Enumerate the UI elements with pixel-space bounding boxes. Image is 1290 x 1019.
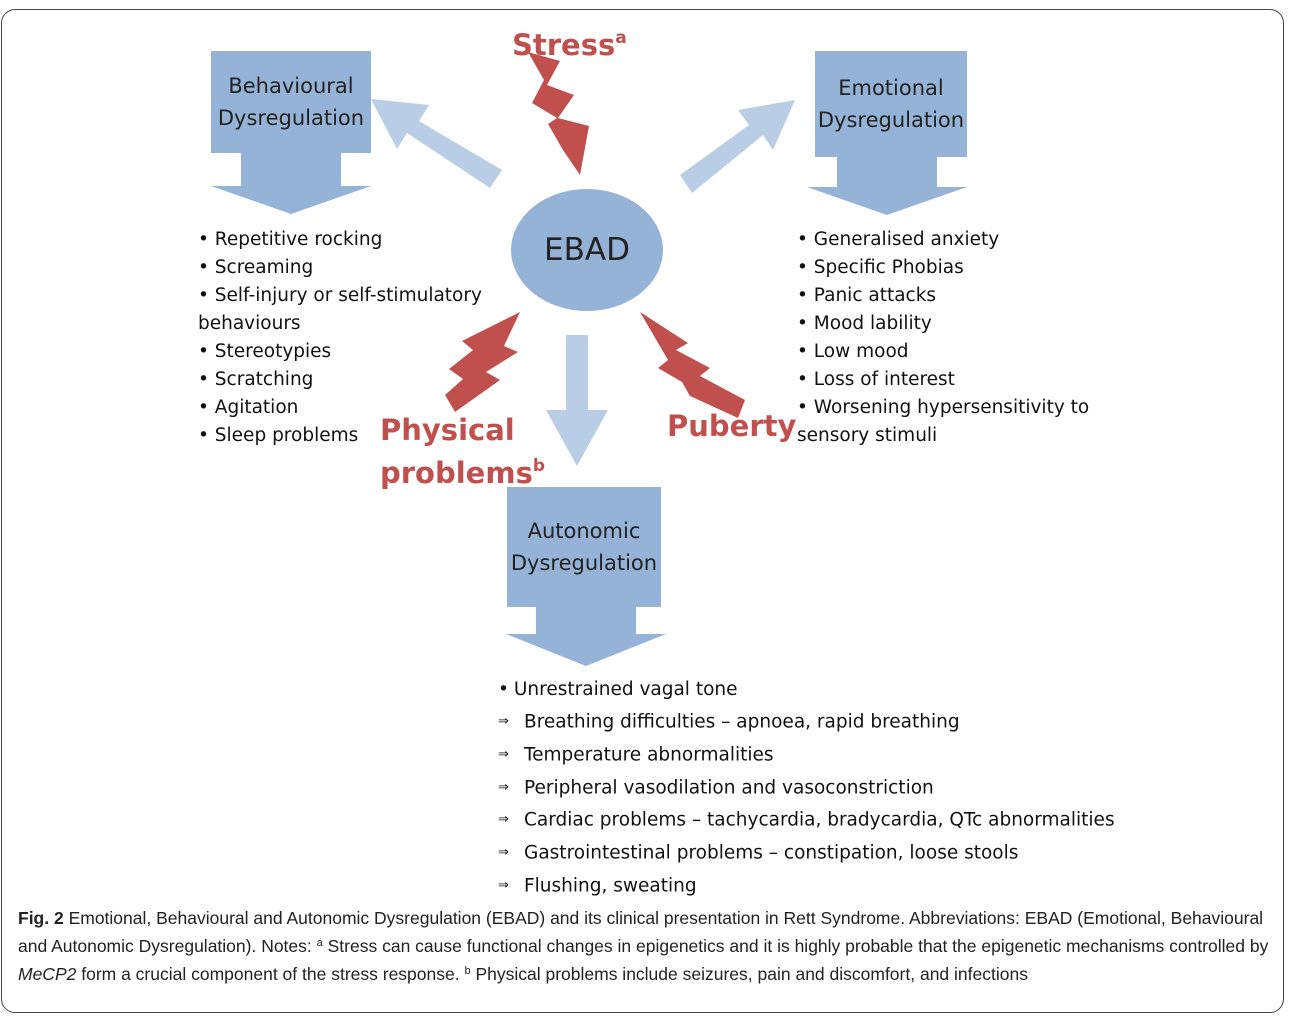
emotional-symptom: • Worsening hypersensitivity to [797,397,1090,418]
autonomic-item: ⇒Temperature abnormalities [498,744,774,765]
autonomic-box-line1: Autonomic [527,519,641,543]
puberty-label: Puberty [667,409,797,443]
arrow-to-autonomic [546,335,608,466]
behavioural-box-line1: Behavioural [228,74,354,98]
puberty-bolt [640,312,745,418]
arrow-to-behavioural [371,99,502,188]
autonomic-arrow-items: ⇒Breathing difficulties – apnoea, rapid … [498,706,1115,903]
autonomic-item: • Unrestrained vagal tone [498,679,738,700]
emotional-box-line1: Emotional [838,76,944,100]
autonomic-item: ⇒Breathing difficulties – apnoea, rapid … [498,711,960,733]
emotional-symptom: sensory stimuli [797,425,938,446]
caption-fig-label: Fig. 2 [18,908,64,928]
behavioural-symptoms-list: • Repetitive rocking • Screaming • Self-in… [198,226,482,450]
autonomic-box-line2: Dysregulation [510,551,658,575]
behavioural-symptom: • Screaming [198,257,314,278]
emotional-symptoms-list: • Generalised anxiety • Specific Phobias •… [797,226,1089,450]
behavioural-symptom: • Self-injury or self-stimulatory [198,285,482,306]
emotional-symptom: • Specific Phobias [797,257,964,278]
emotional-symptom: • Mood lability [797,313,932,334]
emotional-symptom: • Generalised anxiety [797,229,1000,250]
arrow-to-emotional [680,100,795,193]
behavioural-symptom: • Agitation [198,397,299,418]
emotional-symptom: • Panic attacks [797,285,937,306]
physical-bolt [445,312,520,412]
behavioural-symptom: • Repetitive rocking [198,229,383,250]
behavioural-symptom: • Scratching [198,369,314,390]
figure-caption: Fig. 2 Emotional, Behavioural and Autono… [18,908,1269,984]
stress-bolt [528,52,589,175]
autonomic-item: ⇒Flushing, sweating [498,875,697,896]
autonomic-item: ⇒Peripheral vasodilation and vasoconstri… [498,776,934,798]
stress-label: Stressa [512,28,627,62]
behavioural-box-line2: Dysregulation [217,106,365,130]
autonomic-item: ⇒Cardiac problems – tachycardia, bradyca… [498,809,1115,831]
ebad-ellipse: EBAD [511,189,663,311]
ebad-label: EBAD [544,232,630,268]
emotional-box-line2: Dysregulation [817,108,965,132]
autonomic-symptoms-list: • Unrestrained vagal tone [498,674,738,707]
behavioural-symptom: • Sleep problems [198,425,359,446]
behavioural-down-arrow [211,152,371,214]
emotional-symptom: • Loss of interest [797,369,955,390]
behavioural-symptom: • Stereotypies [198,341,332,362]
behavioural-symptom: behaviours [198,313,301,334]
emotional-down-arrow [807,156,967,215]
autonomic-item: ⇒Gastrointestinal problems – constipatio… [498,842,1019,864]
emotional-symptom: • Low mood [797,341,909,362]
autonomic-down-arrow [506,606,666,666]
figure-frame [1,9,1284,1013]
